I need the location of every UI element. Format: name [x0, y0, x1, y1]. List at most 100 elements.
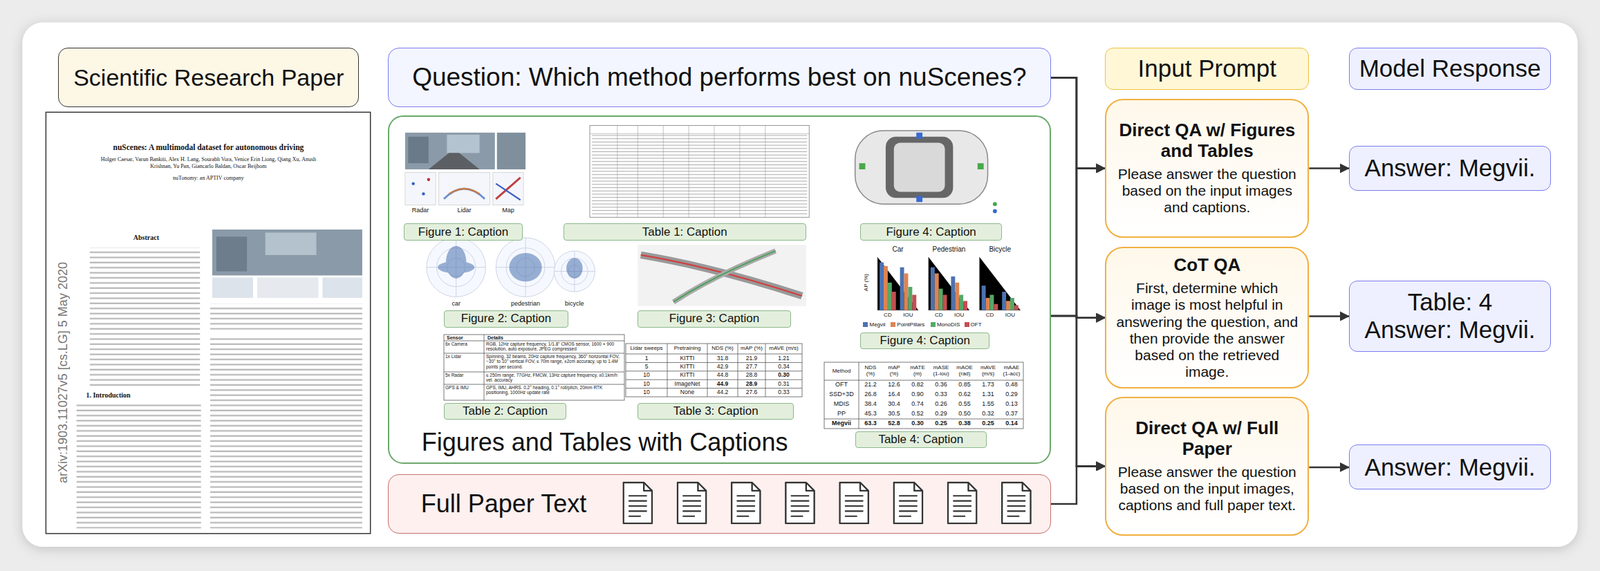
node-text: CoT QA [1173, 255, 1241, 276]
figure-label: 0.25 [929, 419, 953, 429]
node-text: Full Paper Text [421, 489, 587, 519]
legend-text: PointPillars [896, 320, 925, 330]
figure-label: mAVE (m/s) [976, 362, 1000, 381]
connector-arrow [1050, 77, 1105, 319]
figure-label: 0.26 [929, 399, 953, 410]
figure-label: KITTI [667, 354, 708, 363]
node-text: Table: 4 [1407, 288, 1493, 316]
node-text: nuTonomy: an APTIV company [94, 174, 323, 182]
figure-label: NDS (%) [707, 343, 738, 355]
column-header: Model Response [1349, 47, 1551, 90]
figure-label: 44.2 [707, 388, 738, 397]
connector-arrow [1308, 315, 1350, 318]
figure-label: Sensor [445, 334, 485, 341]
connector-arrow [1308, 167, 1350, 170]
legend-swatch [862, 322, 868, 328]
figure-label: 0.50 [952, 409, 977, 420]
figure-label: 0.13 [999, 399, 1024, 410]
figure-label: Bicycle [975, 245, 1025, 254]
node-text: Table 3: Caption [673, 404, 759, 419]
figure-label: 1 [625, 354, 668, 363]
legend-swatch [930, 322, 936, 328]
figure-label: 0.62 [952, 389, 977, 400]
figure-label: 0.48 [999, 380, 1024, 390]
figure-label: 0.29 [999, 389, 1024, 400]
node-text: First, determine which image is most hel… [1115, 280, 1298, 381]
figure-label: Details [486, 334, 623, 341]
figure-label: 21.2 [858, 380, 883, 390]
node-text: Model Response [1359, 54, 1542, 83]
figure-label: PP [824, 409, 859, 420]
figure-label: KITTI [667, 371, 708, 380]
figure-label: CD [879, 311, 897, 319]
figure-label: mAVE (m/s) [765, 343, 803, 355]
section-header: Scientific Research Paper [58, 47, 359, 108]
figure-label: Spinning, 32 beams, 20Hz capture frequen… [486, 354, 623, 370]
figure-label: ≤ 250m range, 77GHz, FMCW, 13Hz capture … [486, 372, 623, 384]
connector-arrow [1050, 315, 1105, 467]
figure-label: mAP (%) [737, 343, 766, 355]
figure-label: 44.9 [707, 379, 738, 388]
figure-label: 5 [625, 362, 668, 371]
node-text: Please answer the question based on the … [1115, 165, 1298, 216]
answer-box: Table: 4Answer: Megvii. [1349, 280, 1551, 352]
node-text: Answer: Megvii. [1364, 453, 1536, 482]
figure-label: 6x Camera [445, 341, 485, 347]
figure-label: 52.8 [882, 419, 906, 429]
figure-label: 12.6 [882, 380, 906, 390]
figure-label: IOU [948, 311, 970, 319]
figure-label: Pretraining [667, 343, 708, 355]
column-header: Input Prompt [1104, 47, 1309, 90]
connector-arrow [1050, 168, 1105, 316]
node-text: Direct QA w/ Figures and Tables [1115, 120, 1298, 162]
prompt-box: CoT QA First, determine which image is mo… [1104, 246, 1309, 389]
legend-text: Megvii [869, 320, 886, 330]
figure-label: GPS, IMU, AHRS. 0.2° heading, 0.1° roll/… [486, 385, 623, 396]
figure-label: 0.74 [905, 399, 930, 410]
figure-label: 0.37 [999, 409, 1024, 420]
connector-arrow [1050, 77, 1105, 467]
figure-label: 0.85 [952, 380, 977, 390]
caption-tag: Table 2: Caption [443, 403, 567, 420]
node-text: Abstract [87, 233, 205, 243]
figure-label: GPS & IMU [445, 385, 485, 390]
node-text: Table 2: Caption [462, 404, 548, 419]
figure-label: Lidar [439, 206, 491, 214]
node-text: Figure 4: Caption [880, 333, 971, 348]
figure-label: 30.5 [882, 409, 906, 420]
caption-tag: Figure 4: Caption [860, 223, 1002, 241]
figure-label: 0.33 [929, 389, 953, 400]
prompt-box: Direct QA w/ Full PaperPlease answer the… [1104, 396, 1309, 536]
connector-arrow [1308, 466, 1350, 469]
figure-label: CD [981, 311, 999, 319]
figure-label: 42.9 [707, 362, 738, 371]
figure-label: 31.8 [707, 354, 738, 363]
figure-label: 63.3 [858, 419, 883, 429]
node-text: Figure 3: Caption [669, 311, 760, 326]
figure-label: IOU [898, 311, 919, 319]
legend-text: MonoDIS [936, 320, 960, 330]
figure-label: 45.3 [858, 409, 883, 420]
figure-label: CD [930, 311, 948, 319]
legend-swatch [890, 322, 896, 328]
figure-label: 5x Radar [445, 372, 485, 378]
figure-label: 26.8 [858, 389, 883, 400]
figure-label: 0.25 [976, 419, 1000, 429]
figure-label: mAOE (rad) [952, 362, 977, 381]
figure-label: Lidar sweeps [625, 343, 668, 355]
node-text: Table 1: Caption [642, 225, 728, 240]
figure-label: Map [492, 206, 524, 214]
figure-label: Radar [405, 206, 436, 214]
figure-label: Method [824, 362, 859, 381]
figure-label: car [425, 300, 487, 308]
figure-label: 0.14 [999, 419, 1024, 429]
figure-label: AP (%) [862, 265, 870, 301]
node-text: arXiv:1903.11027v5 [cs.LG] 5 May 2020 [56, 234, 70, 511]
figure-label: 27.6 [737, 388, 766, 397]
node-text: Direct QA w/ Full Paper [1115, 418, 1298, 460]
node-text: Figures and Tables with Captions [421, 428, 789, 458]
node-text: Scientific Research Paper [73, 64, 344, 92]
caption-tag: Figure 3: Caption [637, 310, 791, 328]
node-text: 1. Introduction [85, 391, 190, 401]
figure-label: 0.32 [976, 409, 1000, 420]
